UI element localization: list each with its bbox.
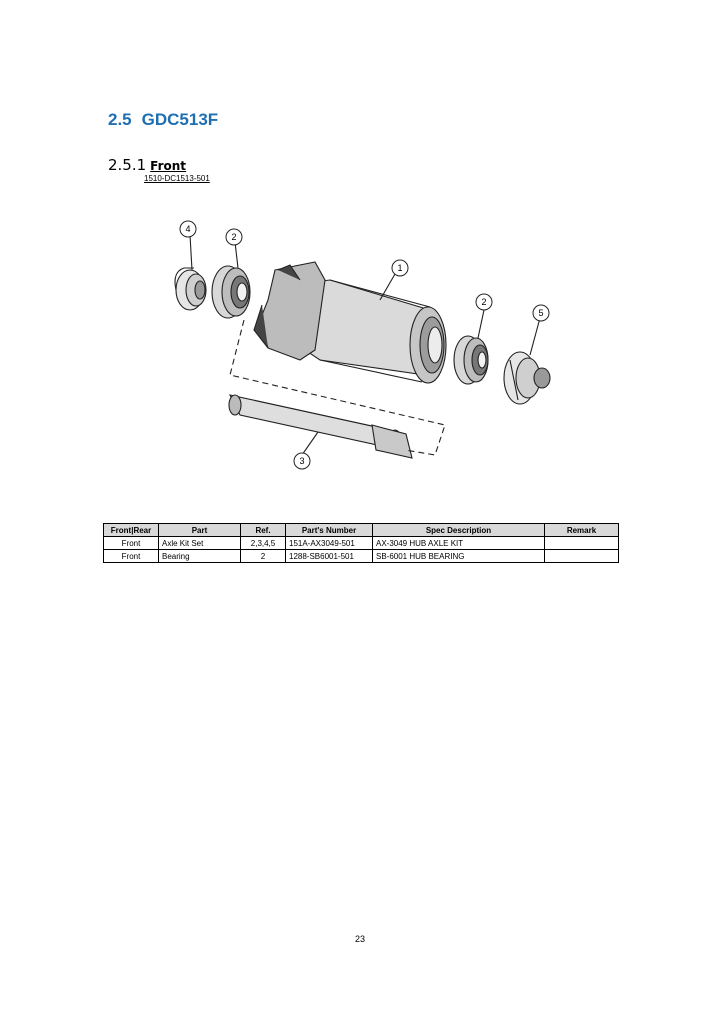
cell-front-rear: Front bbox=[103, 549, 159, 563]
header-ref: Ref. bbox=[240, 523, 286, 537]
cell-spec-description: SB-6001 HUB BEARING bbox=[372, 549, 545, 563]
svg-text:4: 4 bbox=[185, 224, 190, 234]
cell-ref: 2 bbox=[240, 549, 286, 563]
header-remark: Remark bbox=[544, 523, 619, 537]
bearing-right-drawing bbox=[453, 335, 489, 385]
exploded-hub-diagram: 1 2 3 4 2 5 bbox=[174, 220, 551, 470]
header-part-number: Part's Number bbox=[285, 523, 373, 537]
page-number: 23 bbox=[354, 934, 365, 944]
cell-part-number: 151A-AX3049-501 bbox=[285, 536, 373, 550]
subsection-number: 2.5.1 bbox=[108, 156, 147, 174]
callout-2-left: 2 bbox=[225, 228, 243, 246]
section-title: GDC513F bbox=[141, 110, 219, 129]
subsection-code: 1510-DC1513-501 bbox=[144, 174, 210, 183]
axle-drawing bbox=[228, 394, 413, 459]
cell-part: Axle Kit Set bbox=[158, 536, 241, 550]
header-spec-description: Spec Description bbox=[372, 523, 545, 537]
svg-text:5: 5 bbox=[538, 308, 543, 318]
cell-part: Bearing bbox=[158, 549, 241, 563]
svg-text:3: 3 bbox=[299, 456, 304, 466]
table-row: Front Axle Kit Set 2,3,4,5 151A-AX3049-5… bbox=[103, 536, 619, 550]
parts-table: Front|Rear Part Ref. Part's Number Spec … bbox=[103, 523, 619, 563]
cell-remark bbox=[544, 536, 619, 550]
bearing-left-drawing bbox=[211, 265, 251, 319]
callout-3: 3 bbox=[293, 452, 311, 470]
cell-part-number: 1288-SB6001-501 bbox=[285, 549, 373, 563]
svg-text:2: 2 bbox=[481, 297, 486, 307]
end-cap-right-drawing bbox=[503, 351, 551, 405]
section-heading: 2.5 GDC513F bbox=[108, 110, 218, 130]
callout-5: 5 bbox=[532, 304, 550, 322]
hub-body-drawing bbox=[253, 261, 447, 384]
table-row: Front Bearing 2 1288-SB6001-501 SB-6001 … bbox=[103, 549, 619, 563]
cell-front-rear: Front bbox=[103, 536, 159, 550]
subsection-title: Front bbox=[150, 159, 187, 173]
cell-spec-description: AX-3049 HUB AXLE KIT bbox=[372, 536, 545, 550]
callout-2-right: 2 bbox=[475, 293, 493, 311]
svg-text:2: 2 bbox=[231, 232, 236, 242]
svg-text:1: 1 bbox=[397, 263, 402, 273]
header-part: Part bbox=[158, 523, 241, 537]
section-number: 2.5 bbox=[108, 110, 132, 129]
table-header-row: Front|Rear Part Ref. Part's Number Spec … bbox=[103, 523, 619, 537]
cell-ref: 2,3,4,5 bbox=[240, 536, 286, 550]
header-front-rear: Front|Rear bbox=[103, 523, 159, 537]
cell-remark bbox=[544, 549, 619, 563]
callout-4: 4 bbox=[179, 220, 197, 238]
end-cap-left-drawing bbox=[174, 267, 207, 311]
callout-1: 1 bbox=[391, 259, 409, 277]
